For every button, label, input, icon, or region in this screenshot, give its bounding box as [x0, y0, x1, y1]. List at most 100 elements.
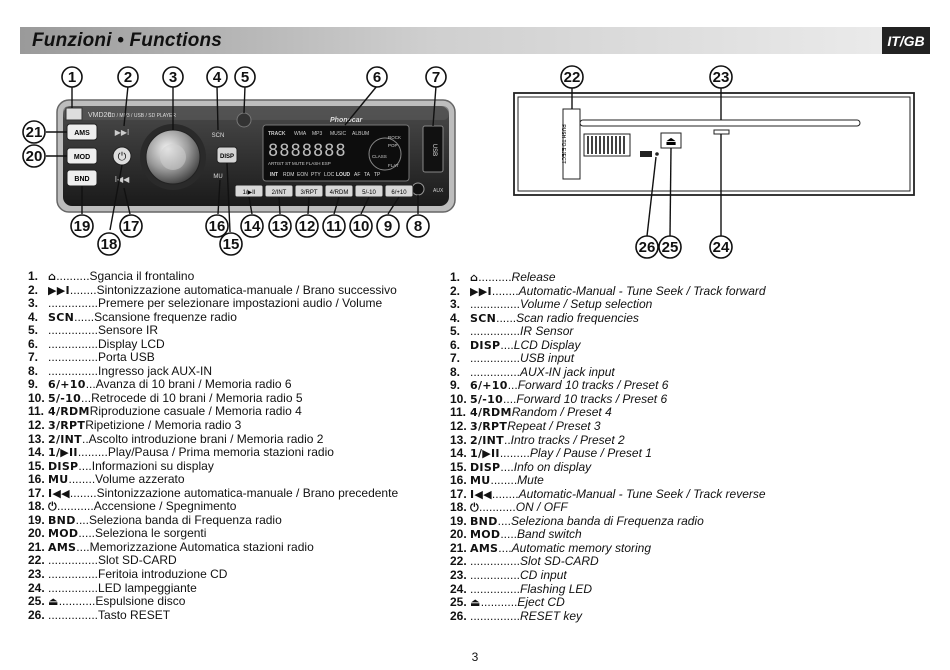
item-key: I◀◀	[48, 486, 70, 500]
callout-8: 8	[406, 214, 430, 238]
callout-3: 3	[162, 66, 184, 88]
item-number: 8.	[28, 363, 39, 378]
item-description: Repeat / Preset 3	[507, 419, 601, 434]
svg-text:26: 26	[639, 239, 656, 256]
callout-11: 11	[322, 214, 346, 238]
item-leader: ...............	[48, 323, 99, 338]
item-description: Sgancia il frontalino	[89, 269, 195, 283]
aux-jack[interactable]	[411, 182, 425, 196]
callout-16: 16	[205, 214, 229, 238]
list-item: 15.DISP....Info on display	[450, 460, 766, 475]
item-description: Intro tracks / Preset 2	[510, 432, 625, 447]
list-item: 19.BND....Seleziona banda di Frequenza r…	[450, 513, 766, 529]
item-leader: ........	[491, 283, 519, 298]
item-number: 6.	[450, 337, 461, 352]
svg-text:10: 10	[353, 218, 370, 235]
item-description: Avanza di 10 brani / Memoria radio 6	[95, 377, 292, 392]
eject-side-text: PUSH TO EJECT	[560, 124, 566, 163]
callout-15: 15	[219, 232, 243, 256]
item-leader: ..	[503, 432, 511, 447]
lcd-ta: TA	[364, 172, 371, 178]
item-leader: ...............	[470, 554, 521, 569]
model-label: VMD20	[88, 112, 111, 119]
item-leader: ...............	[48, 607, 99, 622]
cd-slot[interactable]	[579, 119, 861, 127]
list-item: 26................Tasto RESET	[28, 607, 398, 623]
item-key: 4/RDM	[48, 405, 90, 419]
preset-6-label: 6/+10	[391, 190, 407, 196]
list-item: 6.DISP....LCD Display	[450, 337, 766, 353]
item-number: 14.	[450, 446, 467, 461]
item-key: ⏻	[48, 500, 58, 514]
item-leader: ........	[69, 485, 97, 500]
item-description: Retrocede di 10 brani / Memoria radio 5	[91, 390, 303, 405]
svg-text:19: 19	[74, 218, 91, 235]
item-description: Random / Preset 4	[511, 405, 612, 420]
item-number: 24.	[28, 580, 45, 595]
item-leader: ...............	[48, 296, 99, 311]
list-item: 20.MOD.....Seleziona le sorgenti	[28, 527, 398, 541]
lcd-flat: FLAT	[388, 163, 399, 168]
list-item: 14.1/▶II.........Play/Pausa / Prima memo…	[28, 446, 398, 460]
release-button[interactable]	[65, 107, 83, 121]
item-leader: ....	[497, 513, 511, 528]
item-leader: ....	[500, 337, 514, 352]
lcd-segments: 8888888	[268, 141, 347, 161]
reset-key[interactable]	[640, 151, 652, 157]
ams-button-label: AMS	[74, 130, 90, 137]
item-number: 23.	[28, 567, 45, 582]
list-item: 3................Premere per selezionare…	[28, 297, 398, 311]
model-sublabel: CD / MP3 / USB / SD PLAYER	[108, 113, 176, 119]
sd-contacts-lines	[587, 136, 625, 154]
item-leader: ...............	[48, 567, 99, 582]
list-item: 16.MU........Mute	[450, 474, 766, 488]
item-key: 6/+10	[48, 378, 86, 392]
item-key: SCN	[470, 311, 497, 325]
callout-2: 2	[117, 66, 139, 88]
item-number: 1.	[28, 269, 39, 283]
item-description: LED lampeggiante	[98, 580, 197, 595]
svg-text:21: 21	[26, 124, 43, 141]
svg-text:14: 14	[244, 218, 261, 235]
list-item: 4.SCN......Scansione frequenze radio	[28, 310, 398, 325]
list-item: 9.6/+10...Forward 10 tracks / Preset 6	[450, 379, 766, 393]
item-number: 26.	[450, 608, 467, 623]
callout-7: 7	[425, 66, 447, 88]
item-number: 10.	[28, 390, 45, 405]
item-leader: ....	[76, 539, 90, 554]
item-description: Premere per selezionare impostazioni aud…	[98, 296, 383, 311]
item-description: Slot SD-CARD	[520, 554, 599, 569]
lcd-display	[262, 124, 410, 182]
item-leader: ...............	[470, 351, 521, 366]
item-leader: ...........	[58, 594, 96, 609]
lcd-music-label: MUSIC	[330, 131, 347, 137]
item-description: Forward 10 tracks / Preset 6	[517, 378, 669, 393]
item-leader: ...............	[48, 580, 99, 595]
callout-4: 4	[206, 66, 228, 88]
item-number: 17.	[28, 485, 45, 500]
list-item: 24................Flashing LED	[450, 582, 766, 597]
item-number: 11.	[28, 404, 45, 419]
svg-text:16: 16	[209, 218, 226, 235]
item-description: Seleziona banda di Frequenza radio	[88, 512, 282, 527]
item-key: DISP	[470, 338, 501, 352]
sd-card-contacts	[583, 133, 631, 157]
item-key: ⌂	[48, 270, 57, 283]
item-description: Band switch	[517, 527, 582, 542]
item-number: 19.	[28, 512, 45, 527]
item-key: 3/RPT	[48, 419, 86, 433]
item-number: 1.	[450, 270, 461, 284]
lcd-tp: TP	[374, 172, 381, 178]
next-track-icon: ▶▶I	[115, 128, 130, 137]
lcd-eon: EON	[297, 172, 308, 178]
item-key: MOD	[470, 528, 501, 542]
item-number: 14.	[28, 445, 45, 460]
item-number: 2.	[28, 282, 39, 297]
item-description: Eject CD	[517, 595, 565, 610]
list-item: 23................Feritoia introduzione …	[28, 567, 398, 582]
item-number: 5.	[28, 323, 39, 338]
item-number: 21.	[450, 540, 467, 555]
item-description: Automatic memory storing	[511, 540, 652, 555]
